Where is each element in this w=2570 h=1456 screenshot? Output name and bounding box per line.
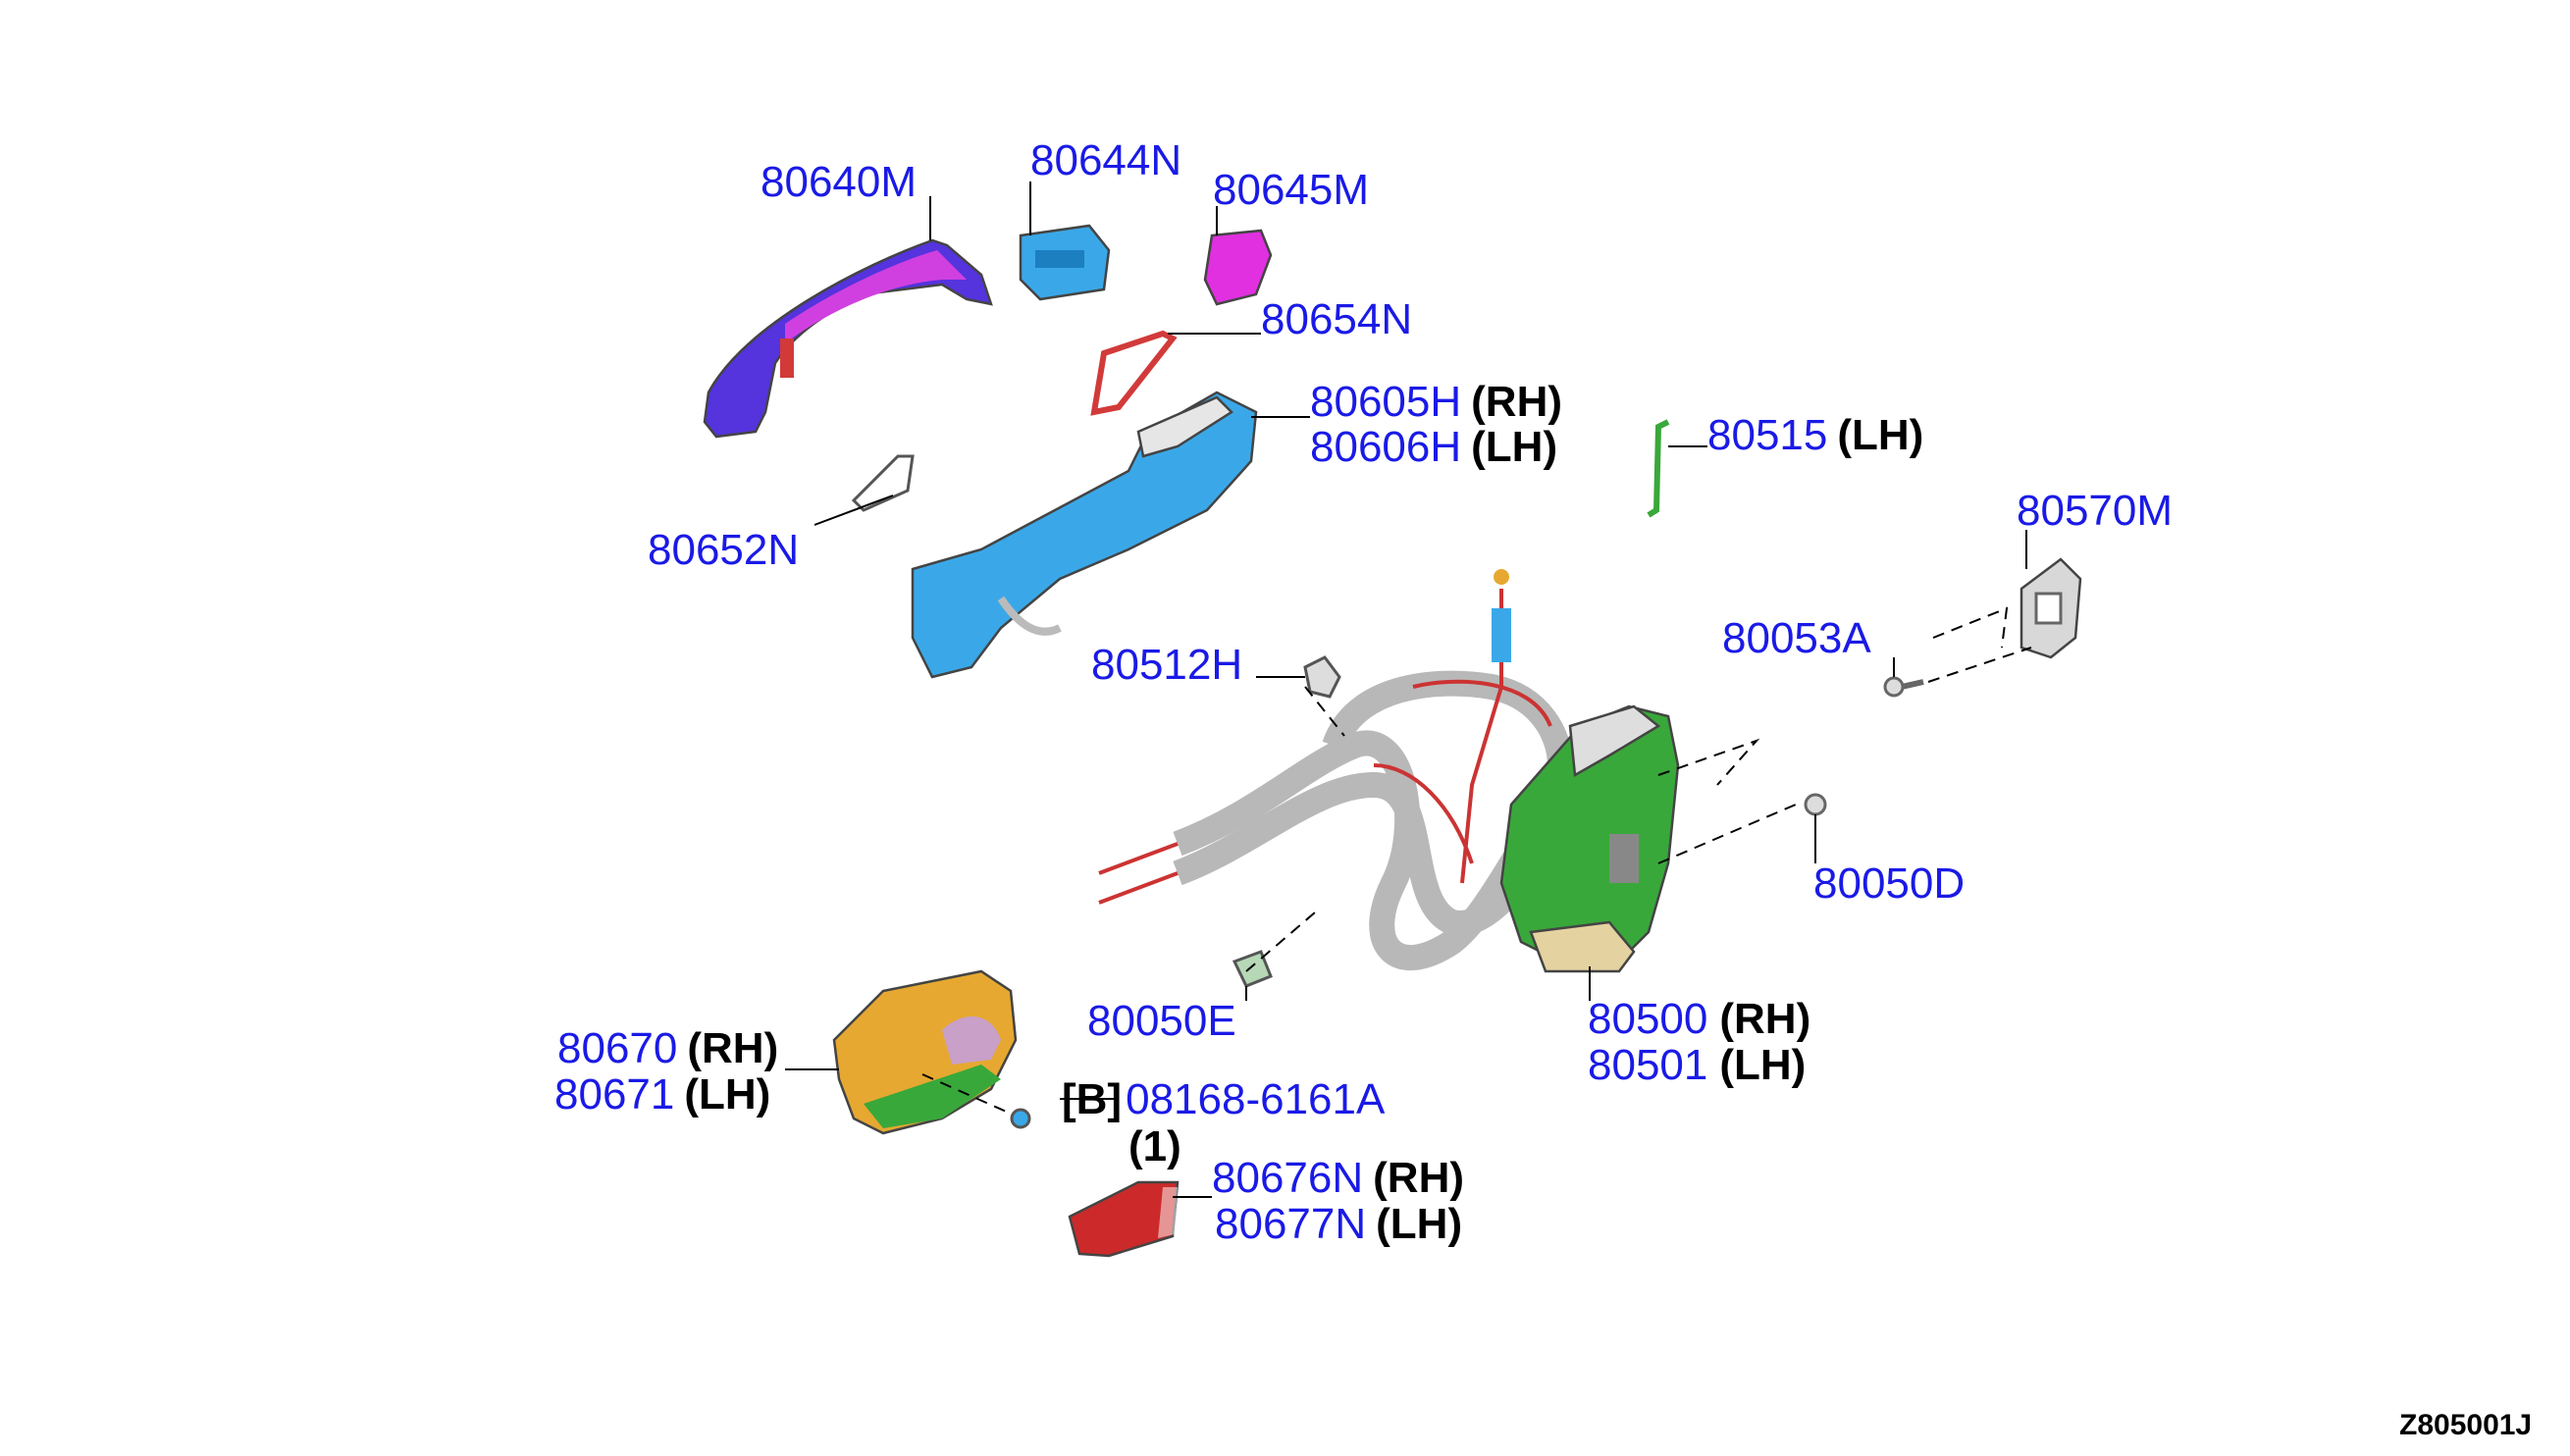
callout-80670[interactable]: 80670(RH) bbox=[557, 1024, 778, 1072]
striker-part bbox=[2019, 557, 2082, 659]
figure-code: Z805001J bbox=[2399, 1409, 2532, 1441]
key-cylinder-cap-part bbox=[1203, 229, 1273, 306]
gasket-part bbox=[1090, 330, 1178, 416]
callout-80677N[interactable]: 80677N(LH) bbox=[1215, 1200, 1462, 1248]
callout-80605H[interactable]: 80605H(RH) bbox=[1310, 378, 1562, 426]
callout-80606H[interactable]: 80606H(LH) bbox=[1310, 423, 1557, 471]
callout-80053A[interactable]: 80053A bbox=[1722, 614, 1871, 662]
callout-80570M[interactable]: 80570M bbox=[2017, 487, 2173, 535]
inside-handle-part bbox=[832, 969, 1018, 1135]
callout-80676N[interactable]: 80676N(RH) bbox=[1212, 1154, 1464, 1202]
callout-80050E[interactable]: 80050E bbox=[1087, 997, 1236, 1045]
callout-80512H[interactable]: 80512H bbox=[1091, 641, 1242, 689]
escutcheon-part bbox=[1068, 1180, 1180, 1258]
callout-80501[interactable]: 80501(LH) bbox=[1588, 1041, 1806, 1089]
inside-handle-screw-part bbox=[1010, 1108, 1031, 1129]
callout-80644N[interactable]: 80644N bbox=[1030, 136, 1181, 184]
callout-80671[interactable]: 80671(LH) bbox=[554, 1070, 770, 1118]
handle-cap-bracket-part bbox=[1019, 224, 1111, 301]
screw-part bbox=[1804, 793, 1827, 816]
cable-assembly-part bbox=[1098, 569, 1573, 971]
callout-labels: 80640M 80644N 80645M 80654N 80605H(RH) 8… bbox=[554, 136, 2173, 1248]
handle-bracket-part bbox=[911, 390, 1258, 679]
callout-08168-6161A[interactable]: [B]08168-6161A bbox=[1062, 1075, 1386, 1123]
callout-80515[interactable]: 80515(LH) bbox=[1707, 411, 1923, 459]
leader-lines bbox=[785, 182, 2032, 1198]
callout-08168-qty: (1) bbox=[1128, 1122, 1181, 1170]
outside-handle-part bbox=[703, 238, 993, 439]
callout-80652N[interactable]: 80652N bbox=[648, 526, 799, 574]
callout-80640M[interactable]: 80640M bbox=[761, 158, 917, 206]
callout-80050D[interactable]: 80050D bbox=[1813, 859, 1965, 908]
door-lock-latch-part bbox=[1499, 704, 1680, 973]
clip-part bbox=[1303, 655, 1341, 699]
small-gasket-part bbox=[851, 454, 915, 512]
callout-80645M[interactable]: 80645M bbox=[1213, 166, 1369, 214]
cable-clip-part bbox=[1232, 950, 1273, 988]
bolt-part bbox=[1883, 676, 1924, 698]
callout-80500[interactable]: 80500(RH) bbox=[1588, 995, 1810, 1043]
rod-part bbox=[1647, 419, 1670, 518]
callout-80654N[interactable]: 80654N bbox=[1261, 295, 1412, 343]
